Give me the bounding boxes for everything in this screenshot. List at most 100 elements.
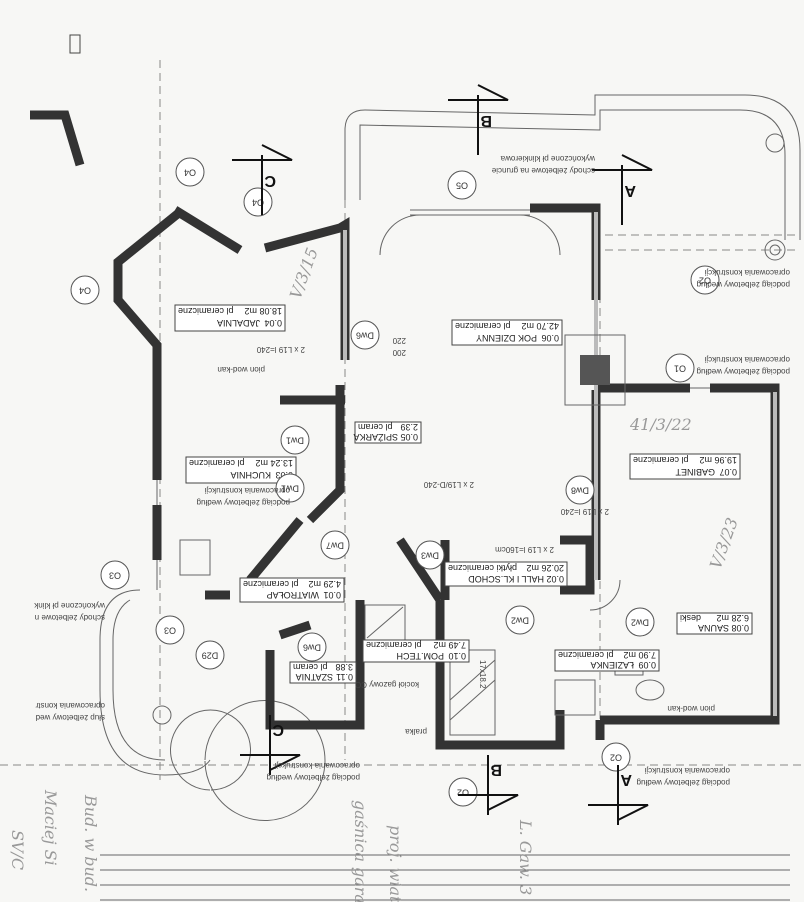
note-beam: podciąg żelbetowy według — [697, 367, 790, 376]
room-name: ŁAZIENKA — [590, 660, 634, 670]
note-beam: podciąg żelbetowy według — [637, 778, 730, 787]
room-floor: pl ceramiczne — [455, 321, 511, 331]
note-laundry: pralka — [405, 727, 427, 736]
note-stairs-left: schody żelbetowe n — [35, 613, 105, 622]
handwritten-note: Maciej Si — [41, 789, 60, 866]
tag-label: O3 — [164, 626, 176, 636]
tag-circle — [350, 320, 380, 350]
room-name: HALL I KL.SCHOD — [468, 574, 544, 584]
room-area: 18.08 m2 — [244, 306, 282, 316]
opening-tag: O3 — [100, 560, 130, 590]
room-number: 0.04 — [264, 318, 282, 328]
room-area: 7.49 m2 — [433, 640, 466, 650]
stairs-left-outline — [99, 589, 211, 776]
tag-label: Dw7 — [326, 541, 344, 551]
note-riser: pion wod-kan — [667, 704, 715, 713]
opening-tag: Dw1 — [280, 425, 310, 455]
opening-tag: O2 — [448, 777, 478, 807]
note-beam-ref: opracowania konstrukcji — [704, 268, 790, 277]
room-floor: pl ceramiczne — [633, 455, 689, 465]
tag-label: Dw1 — [281, 484, 299, 494]
room-area: 13.24 m2 — [255, 458, 293, 468]
opening-tag: O2 — [601, 742, 631, 772]
section-label: C — [264, 172, 276, 189]
room-area: 20.26 m2 — [526, 563, 564, 573]
terrace-outline — [344, 94, 801, 240]
tag-circle — [297, 632, 327, 662]
section-arrow — [592, 154, 653, 225]
room-floor: płytki ceramiczne — [448, 563, 517, 573]
opening-tag: O4 — [243, 187, 273, 217]
room-floor: pl ceramiczne — [189, 458, 245, 468]
room-number: 0.10 — [448, 651, 466, 661]
note-column-ref: opracowania konstr — [35, 701, 105, 710]
note-column: słup żelbetowy wed — [36, 713, 105, 722]
note-stairs: schody żelbetowe na gruncie — [491, 166, 595, 175]
tag-circle — [155, 615, 185, 645]
wall — [30, 110, 85, 167]
room-floor: pl ceram — [358, 422, 393, 432]
door-swings — [379, 214, 621, 611]
room-name: SZATNIA — [296, 672, 333, 682]
stairs — [449, 649, 496, 736]
tag-circle — [320, 530, 350, 560]
room-floor: pl ceramiczne — [178, 306, 234, 316]
tag-label: O1 — [674, 364, 686, 374]
walls — [113, 203, 780, 750]
tag-circle — [415, 540, 445, 570]
opening-tag: Dw3 — [415, 540, 445, 570]
room-floor: pl ceram — [293, 662, 328, 672]
tag-circle — [505, 605, 535, 635]
opening-tag: O4 — [70, 275, 100, 305]
note-steps: 17x18.2 — [478, 660, 487, 689]
note-beam: podciąg żelbetowy według — [267, 773, 360, 782]
windows — [156, 209, 710, 590]
section-arrow — [458, 755, 519, 815]
handwritten-note: 41/3/22 — [629, 415, 692, 434]
room-floor: pl ceramiczne — [558, 650, 614, 660]
tag-circle — [625, 607, 655, 637]
room-area: 3.88 — [335, 662, 353, 672]
tag-label: Dw6 — [356, 331, 374, 341]
section-marker: A — [588, 765, 649, 825]
note-lintel: 2 x L19/D-240 — [423, 480, 474, 489]
note-lintel: 2 x L19 l=240 — [256, 345, 305, 354]
room-number: 0.11 — [336, 672, 353, 682]
tag-label: O5 — [456, 181, 468, 191]
room-number: 0.08 — [731, 623, 749, 633]
tag-circle — [447, 170, 477, 200]
note-lintel: 2 x L19 l=160cm — [495, 545, 554, 554]
room-number: 0.09 — [638, 660, 656, 670]
section-arrow — [588, 765, 649, 825]
note-lintel: 2 x L19 l=240 — [560, 507, 609, 516]
opening-tag: Dw6 — [350, 320, 380, 350]
dimension: 220 — [392, 336, 406, 345]
tag-label: O4 — [184, 168, 196, 178]
tag-circle — [175, 157, 205, 187]
tag-circle — [690, 265, 720, 295]
section-label: A — [624, 182, 636, 199]
dimension: 200 — [392, 348, 406, 357]
room-area: 2.39 — [400, 422, 418, 432]
handwritten-note: V/3/23 — [706, 515, 742, 571]
note-beam-ref: opracowania konstrukcji — [704, 355, 790, 364]
note-beam: podciąg żelbetowy według — [197, 498, 290, 507]
section-marker: B — [448, 84, 509, 155]
tag-label: O3 — [109, 571, 121, 581]
room-name: WIATROŁAP — [267, 590, 319, 600]
handwritten-note: SV/C — [8, 830, 27, 870]
section-marker: A — [592, 154, 653, 225]
section-marker: C — [232, 144, 293, 215]
tag-label: Dw6 — [303, 643, 321, 653]
room-area: 19.96 m2 — [699, 455, 737, 465]
